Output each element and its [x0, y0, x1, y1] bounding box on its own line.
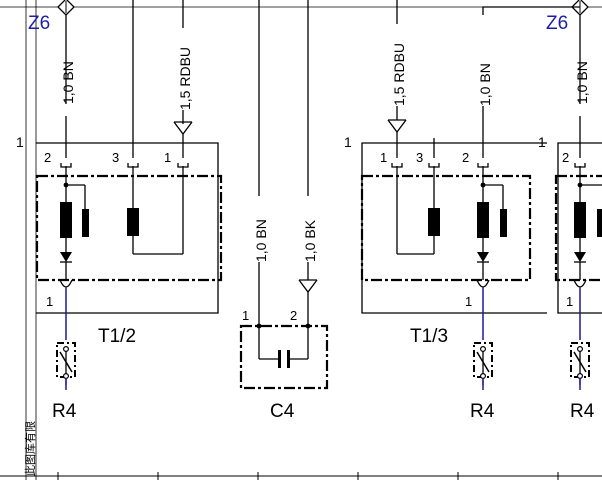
- r4-label-middle: R4: [470, 401, 495, 422]
- row-marker-left: 1: [16, 134, 24, 150]
- c4-dashed-frame: [239, 324, 329, 390]
- t1-right-pin-2: 2: [562, 150, 569, 165]
- t1-3-pin-3: 3: [416, 150, 423, 165]
- t1-2-wiring: [36, 0, 219, 314]
- ground-ref-left: Z6: [28, 0, 75, 34]
- ground-label-left: Z6: [28, 13, 50, 34]
- t1-2-coil-b: [127, 208, 139, 236]
- c4-label: C4: [270, 401, 295, 422]
- wire-label-5: 1,5 RDBU: [391, 43, 407, 106]
- t1-3-label: T1/3: [410, 326, 448, 347]
- t1-right-coil: [574, 202, 586, 238]
- t1-3-pin-1-bottom: 1: [465, 294, 472, 309]
- wire-label-1: 1,0 BN: [60, 61, 76, 104]
- wire-label-4: 1,0 BK: [302, 219, 318, 262]
- c4-pin-1: 1: [242, 308, 249, 323]
- r4-label-right: R4: [570, 401, 595, 422]
- c4-pin-2: 2: [290, 308, 297, 323]
- t1-2-pin-1: 1: [164, 150, 171, 165]
- side-watermark-text: 此图库有限: [23, 421, 37, 476]
- t1-right-pin-1-bottom: 1: [566, 294, 573, 309]
- row-marker-right: 1: [538, 134, 546, 150]
- t1-2-pin-2: 2: [44, 150, 51, 165]
- resistor-r4-left: [56, 342, 76, 390]
- t1-3-coil-a-core: [500, 209, 507, 237]
- r4-label-left: R4: [52, 401, 77, 422]
- t1-2-label: T1/2: [98, 326, 136, 347]
- resistor-r4-right: [570, 342, 590, 390]
- t1-2-dashed-frame: [35, 174, 223, 282]
- t1-3-coil-b: [428, 208, 440, 236]
- ground-ref-right: Z6: [546, 0, 589, 34]
- t1-3-coil-a: [477, 202, 489, 238]
- resistor-r4-middle: [473, 342, 493, 390]
- ground-label-right: Z6: [546, 13, 568, 34]
- t1-2-diode: [60, 252, 72, 262]
- c4-wiring: [258, 0, 318, 360]
- t1-3-diode: [477, 252, 489, 262]
- t1-3-pin-2: 2: [462, 150, 469, 165]
- wire-label-6: 1,0 BN: [477, 63, 493, 106]
- t1-2-pin-1-bottom: 1: [46, 294, 53, 309]
- t1-3-dashed-frame: [360, 174, 532, 282]
- bottom-ruler: [57, 472, 559, 480]
- t1-3-wiring: [361, 0, 580, 314]
- wire-label-3: 1,0 BN: [253, 219, 269, 262]
- wire-label-2: 1,5 RDBU: [177, 47, 193, 110]
- row-marker-middle: 1: [344, 134, 352, 150]
- t1-2-coil-a: [60, 202, 72, 238]
- t1-2-coil-a-core: [82, 209, 89, 237]
- wire-label-7: 1,0 BN: [574, 61, 590, 104]
- t1-2-pin-3: 3: [112, 150, 119, 165]
- t1-3-pin-1: 1: [380, 150, 387, 165]
